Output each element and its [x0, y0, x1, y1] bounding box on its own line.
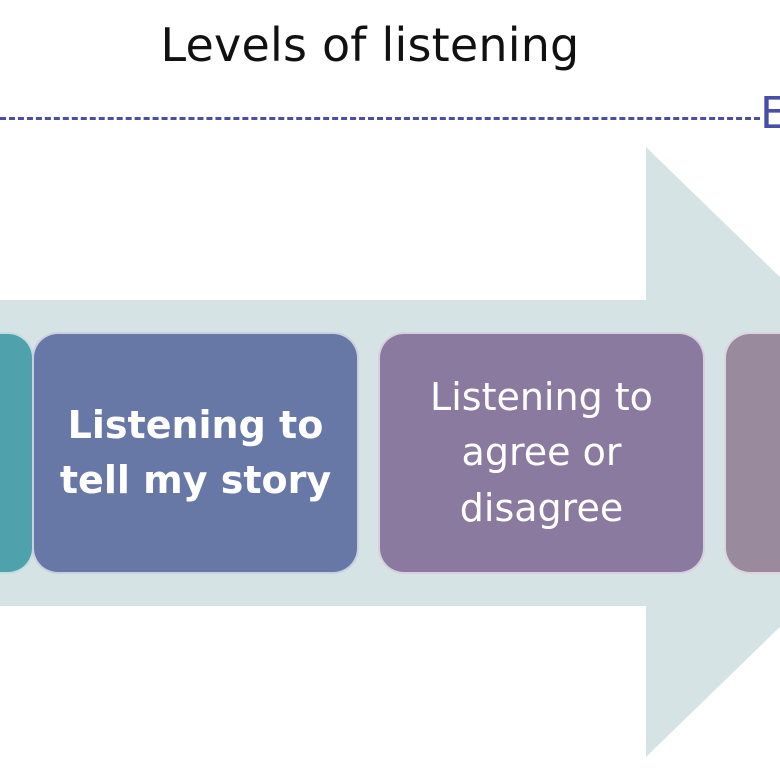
scale-end-label: E — [760, 88, 780, 139]
level-label-3: Listening to agree or disagree — [430, 375, 653, 530]
level-box-2: Listening to tell my story — [32, 332, 359, 574]
level-box-1 — [0, 332, 34, 574]
diagram-title: Levels of listening — [160, 18, 580, 72]
level-box-4 — [724, 332, 780, 574]
level-label-2: Listening to tell my story — [59, 402, 332, 502]
dashed-scale-line — [0, 117, 760, 120]
level-box-3: Listening to agree or disagree — [378, 332, 705, 574]
